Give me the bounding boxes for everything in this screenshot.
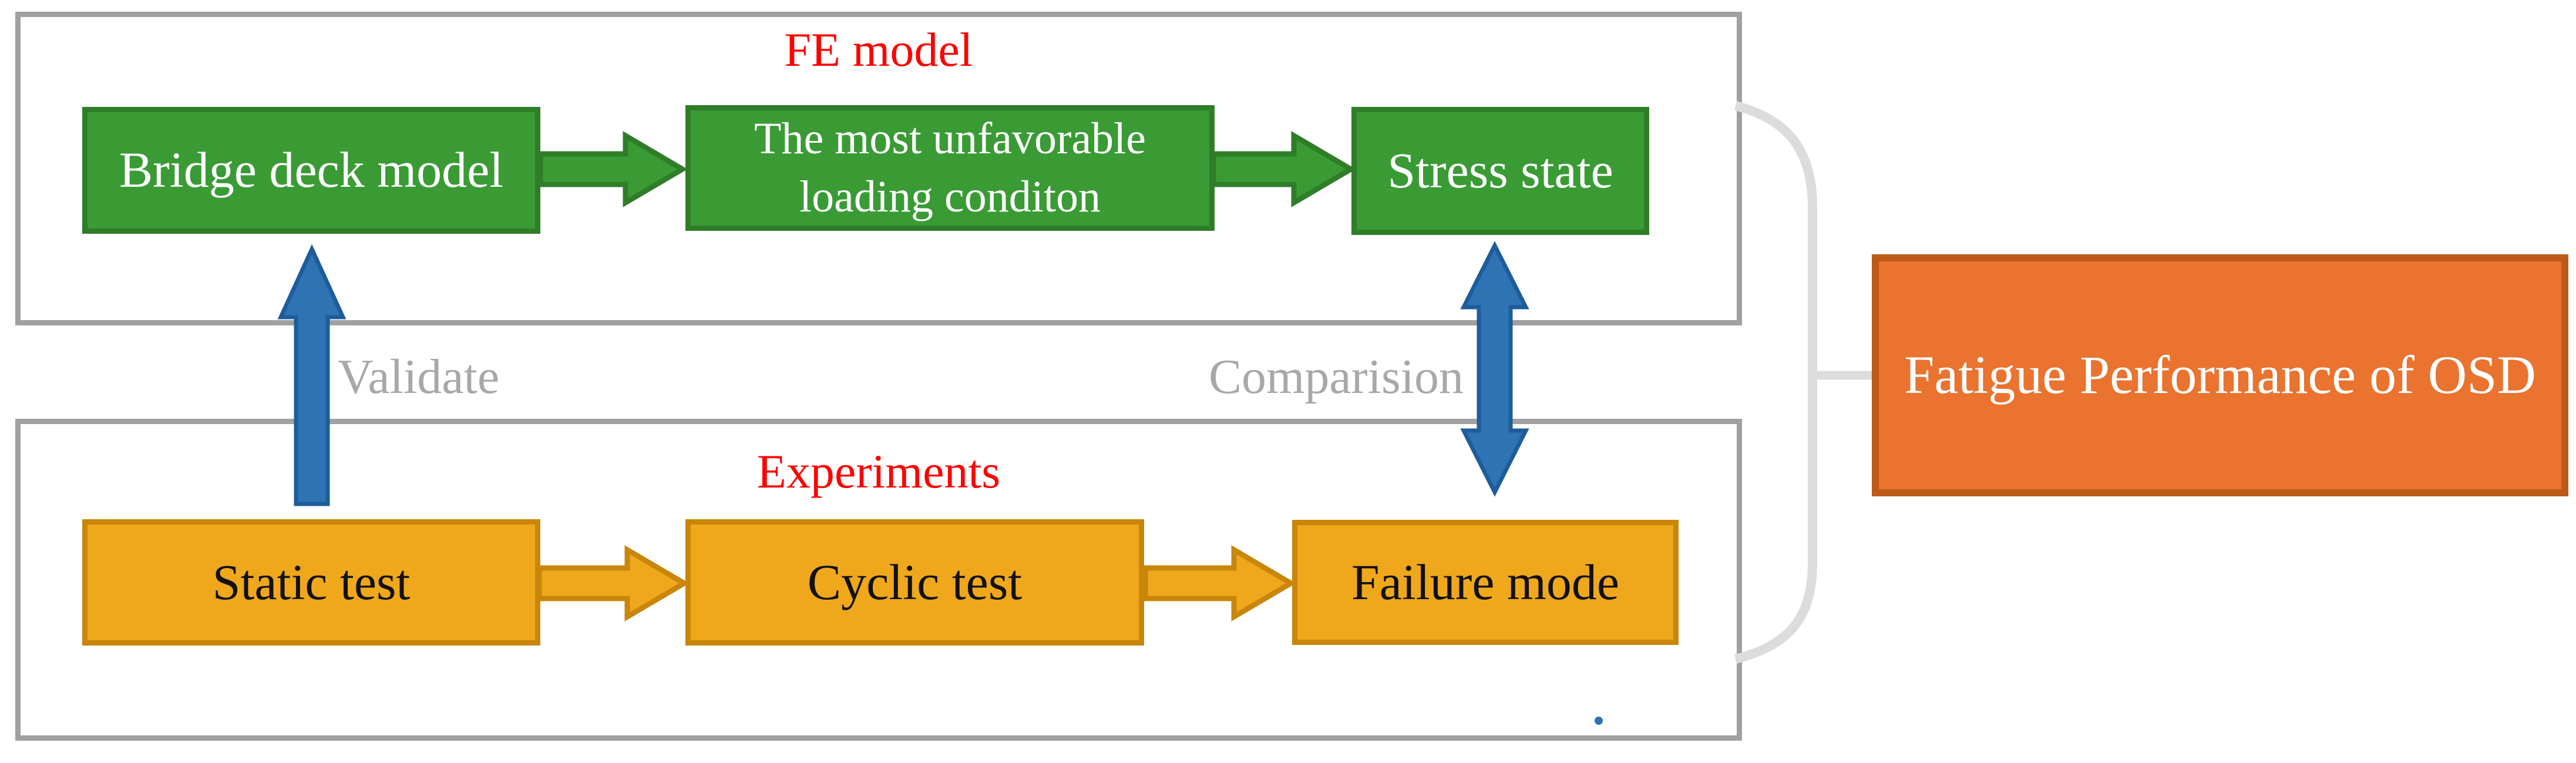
bridge-deck-model-label: Bridge deck model	[119, 142, 504, 199]
brace-connector	[1734, 101, 1817, 664]
cyclic-test-box: Cyclic test	[685, 519, 1144, 646]
stress-state-label: Stress state	[1387, 142, 1613, 199]
static-test-box: Static test	[82, 519, 540, 646]
bridge-deck-model-box: Bridge deck model	[82, 107, 540, 234]
unfavorable-loading-condition-box: The most unfavorable loading conditon	[685, 105, 1215, 231]
experiments-title: Experiments	[756, 445, 1001, 498]
fatigue-performance-result-label: Fatigue Performance of OSD	[1904, 345, 2536, 405]
validate-label: Validate	[338, 349, 500, 404]
comparison-label: Comparision	[1209, 349, 1464, 404]
fe-model-title: FE model	[784, 23, 973, 76]
static-test-label: Static test	[212, 553, 411, 610]
failure-mode-label: Failure mode	[1351, 553, 1620, 610]
cyclic-test-label: Cyclic test	[807, 553, 1023, 610]
unfavorable-loading-condition-label: The most unfavorable loading conditon	[754, 114, 1146, 221]
stress-state-box: Stress state	[1351, 107, 1649, 235]
fatigue-performance-result-box: Fatigue Performance of OSD	[1872, 254, 2568, 496]
failure-mode-box: Failure mode	[1292, 520, 1679, 645]
